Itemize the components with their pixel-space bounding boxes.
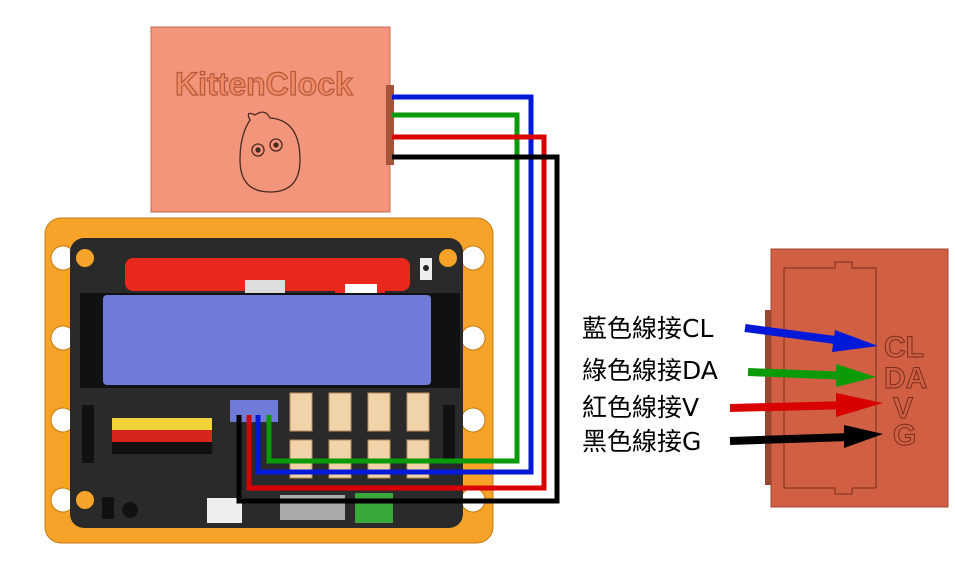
pin-label-g: G bbox=[893, 419, 916, 452]
cat-logo bbox=[239, 111, 301, 193]
wires bbox=[236, 94, 560, 504]
green-wire bbox=[266, 112, 520, 464]
arrows bbox=[729, 324, 883, 448]
red-arrow bbox=[729, 393, 883, 417]
iic-connector bbox=[230, 400, 278, 422]
pin-headers bbox=[82, 405, 455, 463]
black-arrow bbox=[729, 425, 883, 448]
black-wire bbox=[236, 154, 560, 504]
pin-label-v: V bbox=[893, 392, 913, 425]
controller-board bbox=[44, 217, 494, 544]
label-red-v: 紅色線接V bbox=[582, 393, 700, 422]
label-black-g: 黑色線接G bbox=[582, 427, 702, 456]
battery bbox=[103, 295, 431, 385]
red-wire bbox=[246, 134, 547, 491]
pin-label-da: DA bbox=[884, 362, 927, 395]
blue-arrow bbox=[744, 324, 878, 352]
kittenclock-title: KittenClock bbox=[175, 66, 353, 102]
green-arrow bbox=[747, 364, 876, 387]
blue-wire bbox=[255, 94, 534, 475]
usb-port bbox=[207, 498, 242, 523]
label-blue-cl: 藍色線接CL bbox=[582, 314, 714, 343]
label-green-da: 綠色線接DA bbox=[582, 356, 718, 385]
kittenclock-module: KittenClock bbox=[150, 26, 394, 213]
terminal-block bbox=[355, 493, 393, 523]
pin-label-cl: CL bbox=[884, 331, 924, 364]
